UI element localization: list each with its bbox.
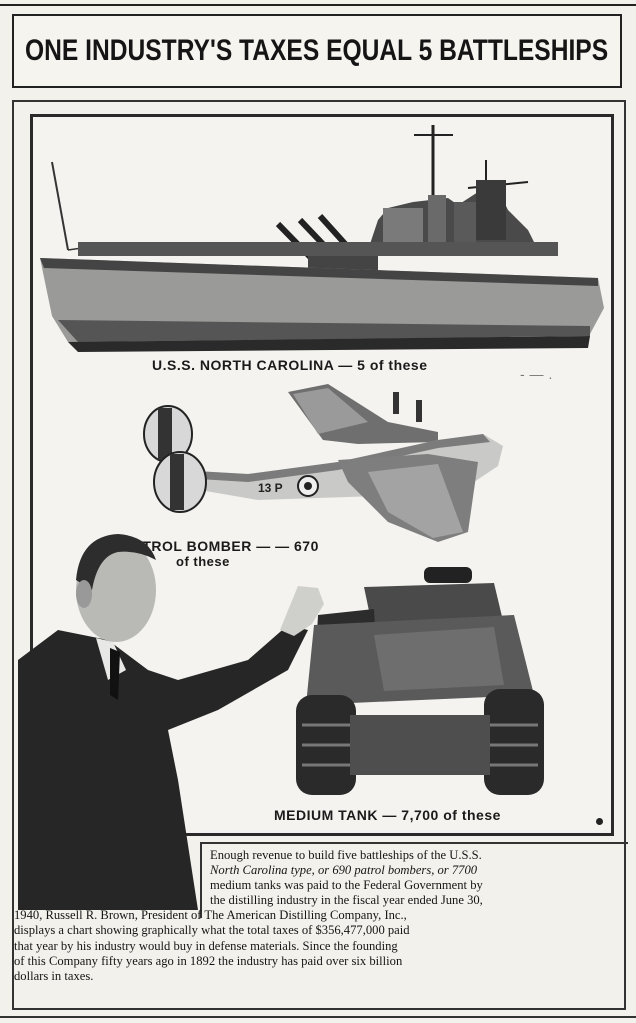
caption-line: displays a chart showing graphically wha… [14, 923, 410, 938]
man-photo [18, 534, 324, 910]
rivet-icon [596, 818, 603, 825]
bomber-label-sub: of these [176, 554, 230, 569]
medium-tank-illustration [296, 567, 544, 795]
battleship-illustration [38, 120, 610, 356]
caption-line: dollars in taxes. [14, 968, 94, 983]
outer-frame [12, 100, 626, 1010]
headline: ONE INDUSTRY'S TAXES EQUAL 5 BATTLESHIPS [25, 34, 609, 67]
bomber-markings: 13 P [258, 481, 283, 495]
battleship-label: U.S.S. NORTH CAROLINA — 5 of these [152, 357, 428, 373]
decorative-dash: - — . [520, 366, 553, 382]
caption-line: of this Company fifty years ago in 1892 … [14, 953, 403, 968]
caption-line: Enough revenue to build five battleships… [210, 848, 482, 862]
caption-box [200, 842, 628, 918]
caption-line: that year by his industry would buy in d… [14, 938, 398, 953]
bottom-rule [0, 1016, 636, 1018]
caption-line: 1940, Russell R. Brown, President of The… [14, 908, 407, 923]
patrol-bomber-illustration: 13 P [143, 384, 503, 542]
caption-line: North Carolina type, or 690 patrol bombe… [210, 863, 478, 878]
headline-box: ONE INDUSTRY'S TAXES EQUAL 5 BATTLESHIPS [12, 14, 622, 88]
tank-label: MEDIUM TANK — 7,700 of these [274, 807, 501, 823]
top-rule [0, 4, 636, 6]
bomber-label: PATROL BOMBER — — 670 [124, 538, 319, 554]
caption-line: medium tanks was paid to the Federal Gov… [210, 878, 483, 893]
caption: Enough revenue to build five battleships… [14, 848, 626, 984]
caption-line: the distilling industry in the fiscal ye… [210, 893, 483, 908]
